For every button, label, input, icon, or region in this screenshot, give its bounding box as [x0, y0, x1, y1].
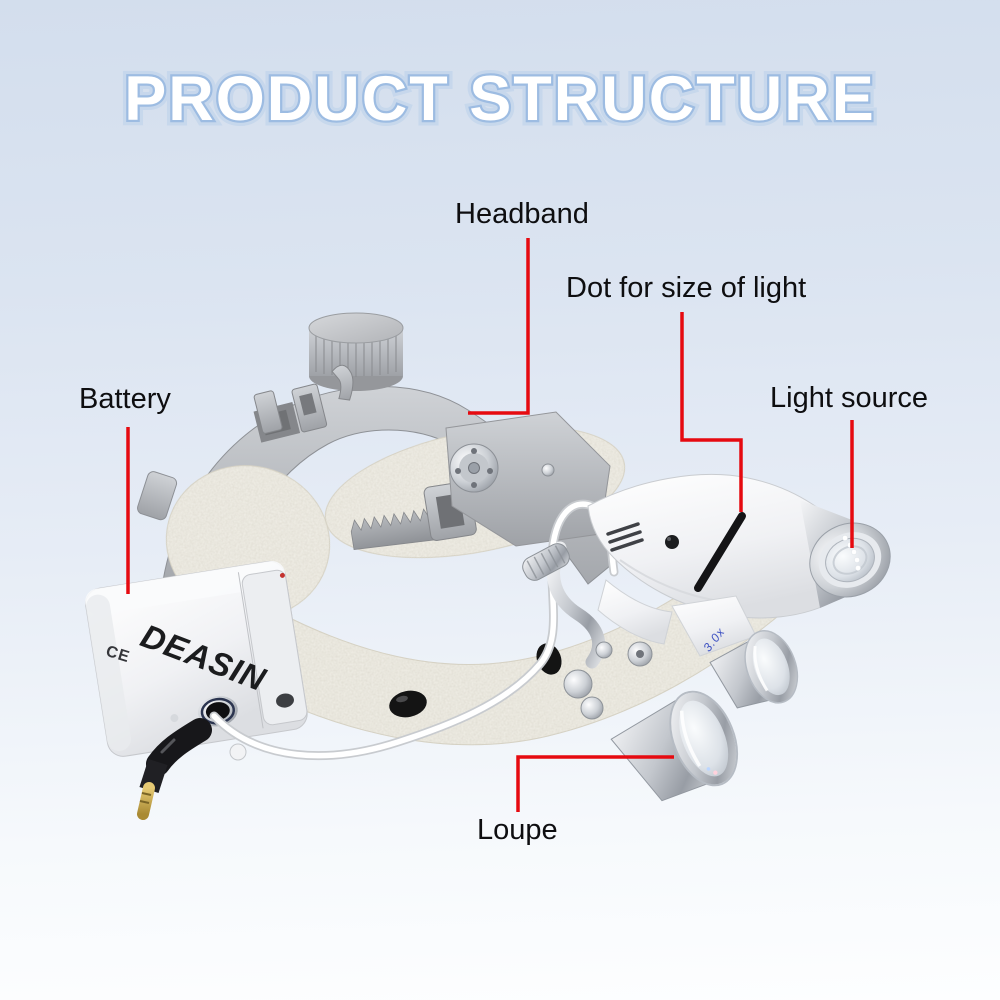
page-title-text: PRODUCT STRUCTURE: [124, 64, 876, 134]
page-title: PRODUCT STRUCTURE PRODUCT STRUCTURE: [119, 59, 880, 140]
loupe-assembly: 3.0x: [522, 541, 799, 802]
power-plug: [137, 718, 212, 820]
led-head: [809, 522, 891, 598]
cable-sleeve: [229, 743, 247, 761]
dot-for-size-leader-line: [680, 312, 743, 512]
label-headband: Headband: [455, 198, 589, 230]
label-dot-for-size: Dot for size of light: [566, 272, 807, 304]
label-loupe: Loupe: [477, 814, 558, 846]
vent-slots: [606, 522, 644, 552]
spot-size-lever: [694, 512, 746, 592]
mount-fork: [597, 579, 673, 645]
battery-door: [241, 569, 308, 726]
strap-clip: [137, 471, 178, 521]
label-light-source: Light source: [770, 382, 928, 414]
loupe-barrel-left: [610, 690, 739, 802]
strap-buckle: [253, 364, 354, 443]
light-source-unit: [587, 473, 891, 619]
plug-gold-tip: [137, 782, 155, 820]
ce-mark: CE: [104, 643, 132, 666]
pivot-screw: [595, 641, 613, 659]
battery-pack: CE DEASIN: [85, 560, 308, 757]
band-thumbscrew: [563, 669, 593, 699]
loupe-barrel-right: [709, 630, 799, 709]
page-title-glow: PRODUCT STRUCTURE: [124, 64, 876, 134]
headband-leader-line: [468, 238, 530, 415]
label-battery: Battery: [79, 383, 171, 415]
band-thumbscrew: [580, 696, 604, 720]
size-adjust-rack: [350, 481, 477, 550]
knurled-knob: [522, 543, 570, 581]
adjustment-knob: [308, 312, 404, 391]
loupe-leader-line: [516, 755, 674, 812]
